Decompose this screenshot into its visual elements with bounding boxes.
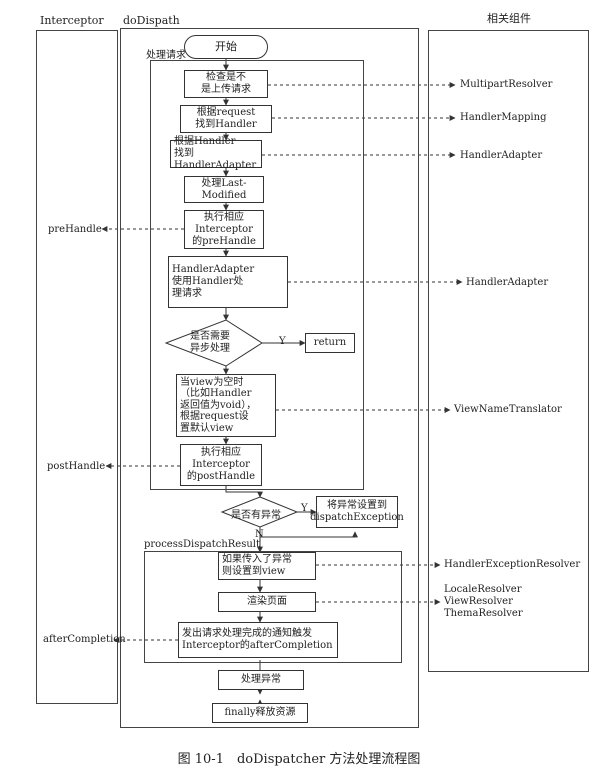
pre-handle-node: 执行相应 Interceptor 的preHandle — [184, 210, 264, 249]
component-handler-exception-resolver: HandlerExceptionResolver — [444, 559, 581, 570]
lane-interceptor — [36, 30, 118, 704]
last-modified-node: 处理Last- Modified — [184, 176, 264, 203]
async-decision-shape — [164, 319, 263, 367]
exception-decision-shape — [220, 496, 299, 528]
component-locale-resolver: LocaleResolver — [444, 584, 522, 595]
group-process-result — [144, 551, 402, 663]
interceptor-prehandle-label: preHandle — [48, 224, 102, 235]
start-node: 开始 — [184, 35, 268, 59]
lane-dodispatch — [120, 28, 419, 728]
lane-title-interceptor: Interceptor — [40, 14, 104, 27]
set-exception-node: 将异常设置到 dispatchException — [310, 496, 404, 528]
set-view-node: 如果传入了异常 则设置到view — [218, 552, 316, 580]
component-handler-mapping: HandlerMapping — [460, 112, 547, 123]
check-upload-node: 检查是不 是上传请求 — [184, 70, 268, 98]
group-label-process-result: processDispatchResult — [144, 539, 260, 550]
group-label-handle-request: 处理请求 — [146, 50, 186, 61]
return-node: return — [305, 333, 355, 353]
interceptor-aftercompletion-label: afterCompletion — [43, 634, 126, 645]
post-handle-node: 执行相应 Interceptor 的postHandle — [180, 444, 262, 486]
find-handler-node: 根据request 找到Handler — [180, 105, 272, 133]
component-handler-adapter-1: HandlerAdapter — [460, 150, 543, 161]
exception-yes-label: Y — [301, 503, 308, 514]
component-thema-resolver: ThemaResolver — [444, 608, 523, 619]
default-view-node: 当view为空时 （比如Handler 返回值为void）， 根据request… — [176, 374, 276, 437]
exception-decision-label: 是否有异常 — [231, 510, 281, 521]
figure-caption: 图 10-1 doDispatcher 方法处理流程图 — [177, 752, 421, 767]
component-view-name-translator: ViewNameTranslator — [454, 404, 562, 415]
group-handle-request — [150, 60, 364, 490]
handle-exception-node: 处理异常 — [218, 670, 304, 690]
find-adapter-node: 根据Handler 找到HandlerAdapter — [170, 136, 262, 171]
component-multipart-resolver: MultipartResolver — [460, 79, 553, 90]
finally-node: finally释放资源 — [212, 703, 308, 723]
async-decision-label: 是否需要 异步处理 — [190, 331, 230, 354]
component-view-resolver: ViewResolver — [444, 596, 513, 607]
exception-no-label: N — [255, 529, 264, 540]
lane-title-dodispatch: doDispath — [123, 14, 180, 27]
lane-title-components: 相关组件 — [487, 12, 531, 25]
lane-components — [428, 30, 589, 672]
component-handler-adapter-2: HandlerAdapter — [466, 277, 549, 288]
interceptor-posthandle-label: postHandle — [47, 461, 106, 472]
adapter-handle-node: HandlerAdapter 使用Handler处 理请求 — [168, 256, 288, 308]
async-yes-label: Y — [279, 336, 286, 347]
after-completion-node: 发出请求处理完成的通知触发 Interceptor的afterCompletio… — [178, 622, 338, 658]
render-node: 渲染页面 — [218, 592, 316, 612]
